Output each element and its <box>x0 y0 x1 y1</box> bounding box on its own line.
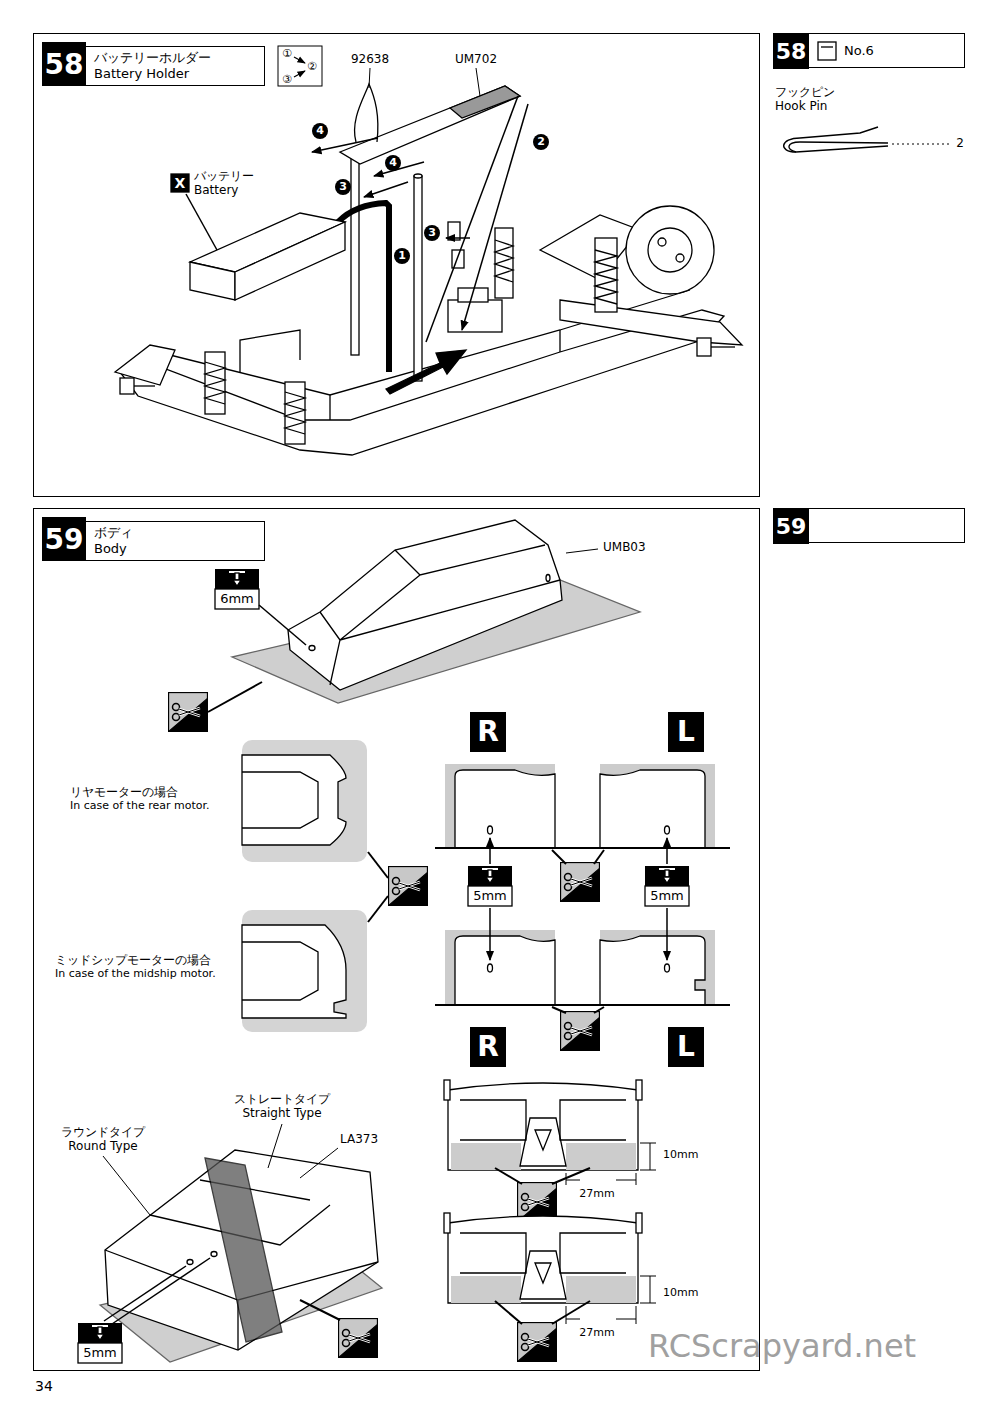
callout-number: 4 <box>389 157 397 170</box>
callout-number: L <box>677 716 695 748</box>
part-label: UM702 <box>455 53 497 67</box>
part-label: LA373 <box>340 1133 378 1147</box>
part-label: バッテリー Battery <box>194 170 254 198</box>
part-label: 5mm <box>473 889 507 904</box>
step-panel: 59ボディ Body <box>33 508 760 1371</box>
part-label: フックピン Hook Pin <box>775 86 835 114</box>
part-label: 5mm <box>83 1346 117 1361</box>
callout-number: 2 <box>537 136 545 149</box>
callout-number: R <box>477 716 499 748</box>
part-label: 6mm <box>220 592 254 607</box>
step-icon <box>278 46 322 86</box>
part-label: ③ <box>282 74 292 87</box>
callout-number: 3 <box>339 181 347 194</box>
chassis-drawing <box>115 206 742 455</box>
battery <box>171 174 345 300</box>
part-label: 92638 <box>351 53 389 67</box>
callout-number: 1 <box>398 250 406 263</box>
motor-insets <box>242 740 428 1032</box>
hook-pin <box>784 127 950 152</box>
wing-top-views <box>444 1080 656 1362</box>
part-label: ① <box>282 48 292 61</box>
bag-icon <box>818 42 836 60</box>
step-title: No.6 <box>844 34 954 67</box>
step-number: 59 <box>42 517 86 561</box>
callout-number: R <box>477 1031 499 1063</box>
step-panel: 59 <box>773 508 965 543</box>
part-label: 27mm <box>579 1327 614 1340</box>
step-panel: 58 No.6 <box>773 33 965 68</box>
part-label: UMB03 <box>603 541 646 555</box>
part-label: 34 <box>35 1378 53 1394</box>
callout-number: 4 <box>316 125 324 138</box>
part-label: リヤモーターの場合 In case of the rear motor. <box>70 786 209 812</box>
body-rear-profiles <box>435 712 730 1067</box>
step-title: ボディ Body <box>85 521 265 561</box>
rear-wing <box>78 1124 382 1363</box>
part-label: ② <box>307 61 317 74</box>
part-label: ミッドシップモーターの場合 In case of the midship mot… <box>55 954 216 980</box>
part-label: ストレートタイプ Straight Type <box>234 1093 330 1121</box>
step-number: 59 <box>773 508 809 544</box>
part-label: 27mm <box>579 1188 614 1201</box>
part-label: 10mm <box>663 1287 698 1300</box>
part-label: 10mm <box>663 1149 698 1162</box>
callout-number: X <box>175 175 186 191</box>
callout-number: L <box>677 1031 695 1063</box>
step-number: 58 <box>773 33 809 69</box>
watermark: RCScrapyard.net <box>648 1328 916 1365</box>
part-label: 2 <box>956 137 964 151</box>
callout-number: 3 <box>428 227 436 240</box>
part-label: 5mm <box>650 889 684 904</box>
part-label: ラウンドタイプ Round Type <box>61 1126 145 1154</box>
step-panel: 58バッテリーホルダー Battery Holder <box>33 33 760 497</box>
step-number: 58 <box>42 42 86 86</box>
callout-circles <box>312 123 549 264</box>
step-title: バッテリーホルダー Battery Holder <box>85 46 265 86</box>
